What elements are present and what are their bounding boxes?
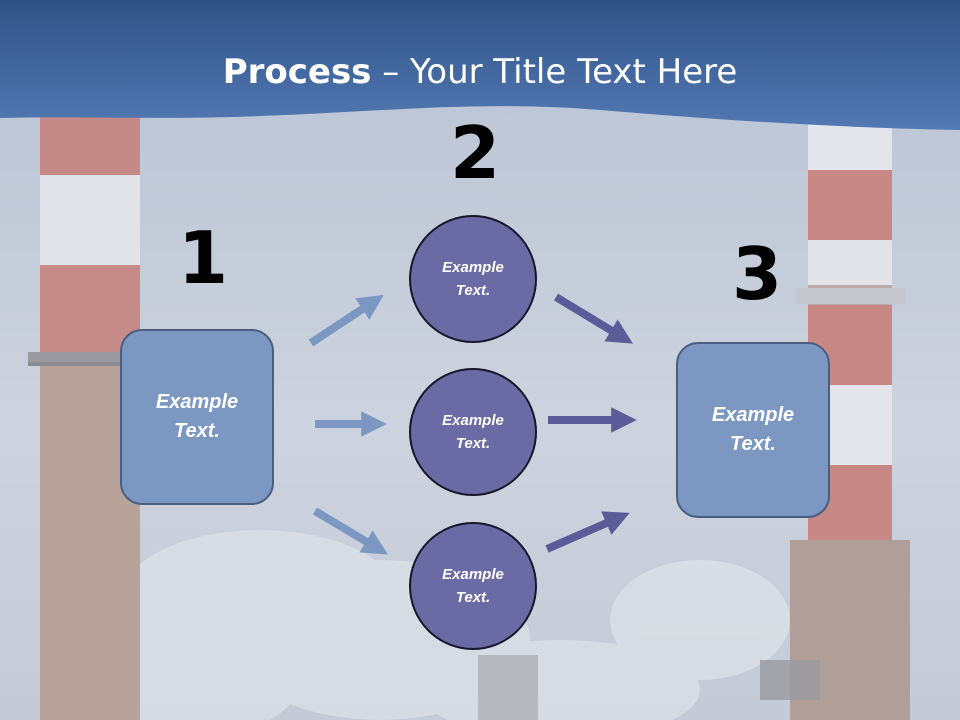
box-label-line1: Example <box>155 391 239 413</box>
box-label-line2: Text. <box>730 433 776 455</box>
box-label-line1: Example <box>711 404 795 426</box>
title-rest: – Your Title Text Here <box>371 52 738 92</box>
circle-label-line1: Example <box>442 259 504 276</box>
step-number-2: 2 <box>450 111 501 195</box>
arrow-right-down <box>545 511 630 553</box>
circle-label-line2: Text. <box>455 435 491 452</box>
right-smokestack <box>760 115 910 720</box>
step-number-1: 1 <box>178 216 229 300</box>
page-title: Process – Your Title Text Here <box>0 52 960 92</box>
circle-label-line1: Example <box>442 412 504 429</box>
header-band <box>0 0 960 130</box>
box-label-line2: Text. <box>174 420 220 442</box>
step-number-3: 3 <box>732 232 783 316</box>
arrow-right-up <box>553 293 633 344</box>
title-bold: Process <box>222 52 372 92</box>
circle-label-line2: Text. <box>455 282 491 299</box>
process-box-start: Example Text. <box>120 329 274 505</box>
arrow-left-up <box>308 294 384 347</box>
process-box-end: Example Text. <box>676 342 830 518</box>
circle-label-line2: Text. <box>455 589 491 606</box>
process-circle-bottom: Example Text. <box>409 522 537 650</box>
process-circle-middle: Example Text. <box>409 368 537 496</box>
process-circle-top: Example Text. <box>409 215 537 343</box>
arrow-left-down <box>312 507 388 555</box>
circle-label-line1: Example <box>442 566 504 583</box>
